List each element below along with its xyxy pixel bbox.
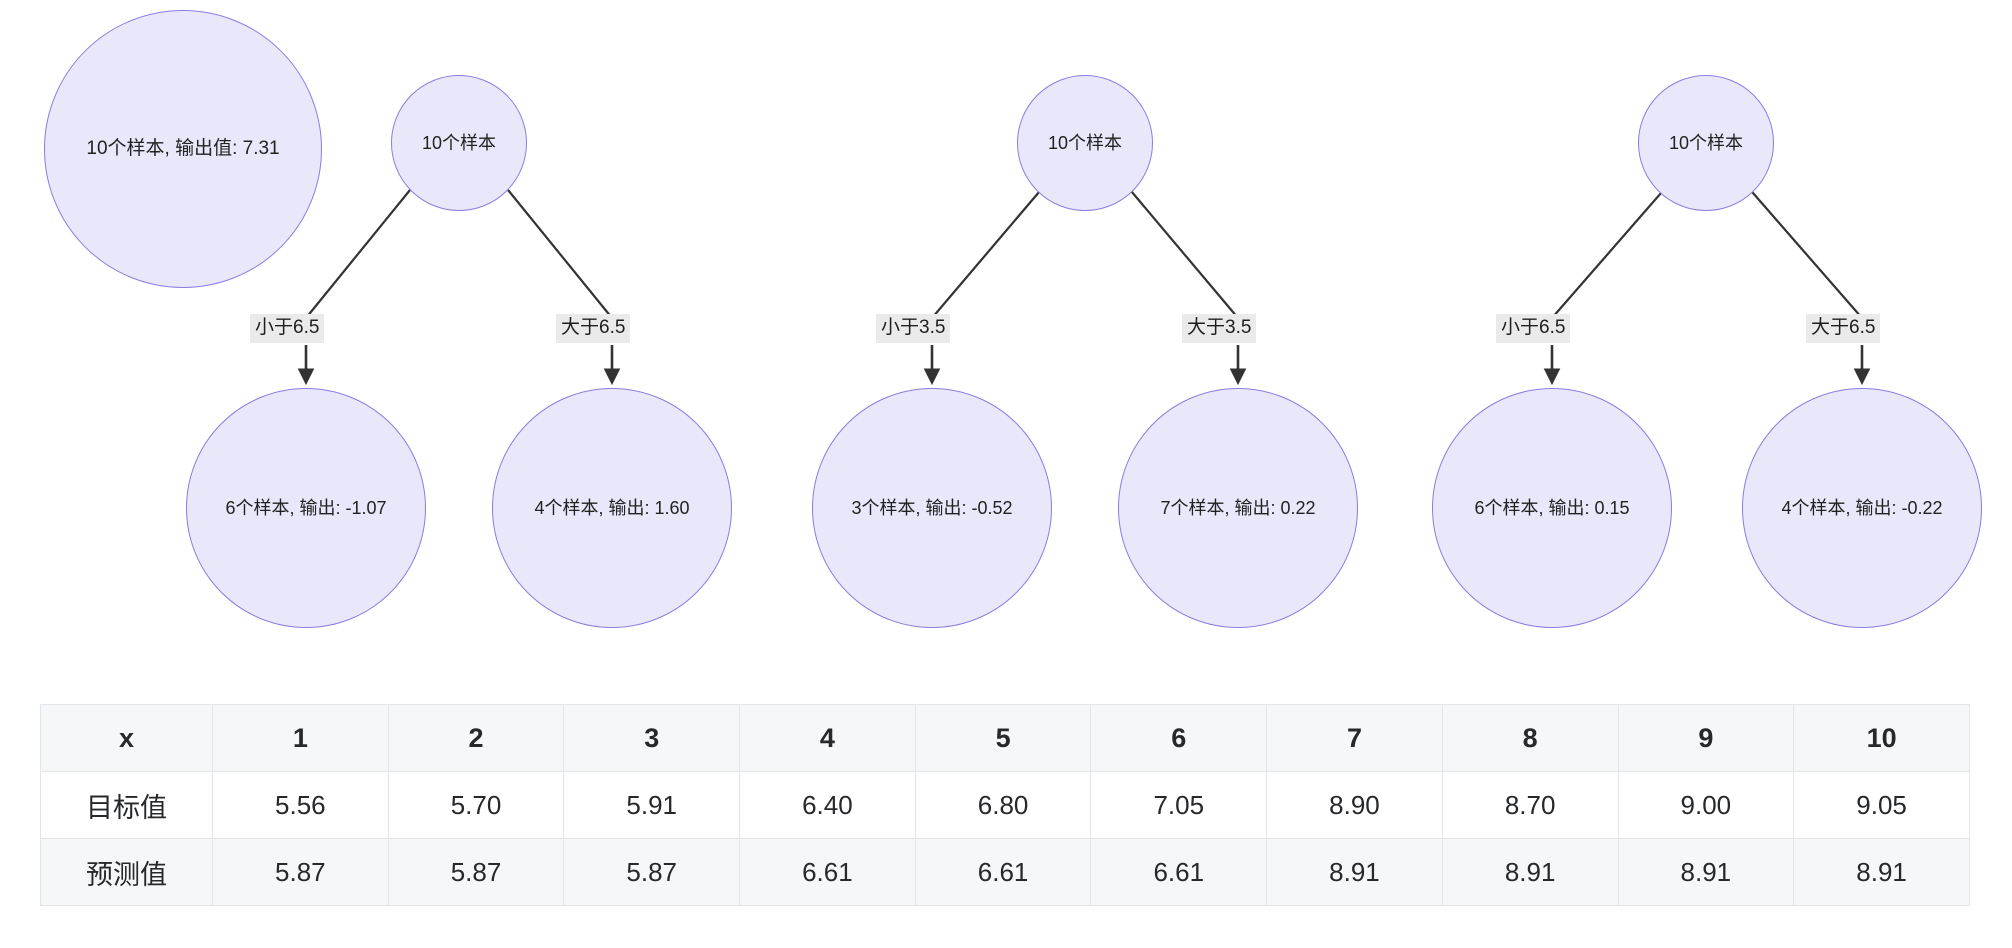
table-cell: 8.91 <box>1266 838 1443 906</box>
table-cell: 5.87 <box>387 838 565 906</box>
node-tree2-leaf-right[interactable]: 7个样本, 输出: 0.22 <box>1118 388 1358 628</box>
node-tree1-root-label: 10个样本 <box>421 132 497 153</box>
table-cell: 5.87 <box>212 838 389 906</box>
table-col-header-6: 6 <box>1090 704 1268 772</box>
node-tree3-root[interactable]: 10个样本 <box>1638 75 1774 211</box>
edge-label-tree3-right: 大于6.5 <box>1806 314 1881 343</box>
node-tree3-leaf-right[interactable]: 4个样本, 输出: -0.22 <box>1742 388 1982 628</box>
node-tree3-leaf-left[interactable]: 6个样本, 输出: 0.15 <box>1432 388 1672 628</box>
node-tree2-leaf-right-label: 7个样本, 输出: 0.22 <box>1160 497 1316 518</box>
node-tree3-root-label: 10个样本 <box>1668 132 1744 153</box>
node-tree1-leaf-left[interactable]: 6个样本, 输出: -1.07 <box>186 388 426 628</box>
table-col-header-1: 1 <box>212 704 389 772</box>
table-col-header-10: 10 <box>1793 704 1970 772</box>
node-tree1-leaf-right-label: 4个样本, 输出: 1.60 <box>534 497 690 518</box>
table-cell: 6.61 <box>1090 838 1268 906</box>
table-col-header-x: x <box>40 704 213 772</box>
node-tree2-leaf-left-label: 3个样本, 输出: -0.52 <box>851 497 1013 518</box>
table-cell: 8.70 <box>1441 771 1619 839</box>
table-cell: 6.80 <box>914 771 1092 839</box>
table-col-header-3: 3 <box>563 704 741 772</box>
edge-label-tree1-right: 大于6.5 <box>556 314 631 343</box>
table-cell: 6.40 <box>739 771 916 839</box>
table-row-label: 目标值 <box>40 771 213 839</box>
node-initial-prediction-label: 10个样本, 输出值: 7.31 <box>86 138 280 160</box>
edge-label-tree3-left: 小于6.5 <box>1496 314 1571 343</box>
table-cell: 9.05 <box>1793 771 1970 839</box>
table-cell: 5.56 <box>212 771 389 839</box>
node-tree3-leaf-right-label: 4个样本, 输出: -0.22 <box>1781 497 1943 518</box>
table-cell: 5.87 <box>563 838 741 906</box>
table-col-header-8: 8 <box>1441 704 1619 772</box>
table-cell: 8.91 <box>1617 838 1795 906</box>
decision-tree-diagram: 10个样本, 输出值: 7.31 10个样本 小于6.5 大于6.5 6个样本,… <box>44 10 1982 628</box>
table-cell: 6.61 <box>914 838 1092 906</box>
table-col-header-5: 5 <box>914 704 1092 772</box>
table-cell: 8.91 <box>1441 838 1619 906</box>
node-tree1-root[interactable]: 10个样本 <box>391 75 527 211</box>
table-cell: 9.00 <box>1617 771 1795 839</box>
table-row-label: 预测值 <box>40 838 213 906</box>
table-cell: 8.91 <box>1793 838 1970 906</box>
table-cell: 6.61 <box>739 838 916 906</box>
table-cell: 5.91 <box>563 771 741 839</box>
node-tree1-leaf-left-label: 6个样本, 输出: -1.07 <box>225 497 387 518</box>
table-cell: 7.05 <box>1090 771 1268 839</box>
node-initial-prediction[interactable]: 10个样本, 输出值: 7.31 <box>44 10 322 288</box>
edge-label-tree1-left: 小于6.5 <box>250 314 325 343</box>
table-col-header-4: 4 <box>739 704 916 772</box>
table-col-header-7: 7 <box>1266 704 1443 772</box>
node-tree3-leaf-left-label: 6个样本, 输出: 0.15 <box>1474 497 1630 518</box>
table-cell: 8.90 <box>1266 771 1443 839</box>
node-tree1-leaf-right[interactable]: 4个样本, 输出: 1.60 <box>492 388 732 628</box>
node-tree2-leaf-left[interactable]: 3个样本, 输出: -0.52 <box>812 388 1052 628</box>
table-col-header-2: 2 <box>387 704 565 772</box>
node-tree2-root-label: 10个样本 <box>1047 132 1123 153</box>
table-col-header-9: 9 <box>1617 704 1795 772</box>
table-cell: 5.70 <box>387 771 565 839</box>
edge-label-tree2-left: 小于3.5 <box>876 314 951 343</box>
node-tree2-root[interactable]: 10个样本 <box>1017 75 1153 211</box>
edge-label-tree2-right: 大于3.5 <box>1182 314 1257 343</box>
